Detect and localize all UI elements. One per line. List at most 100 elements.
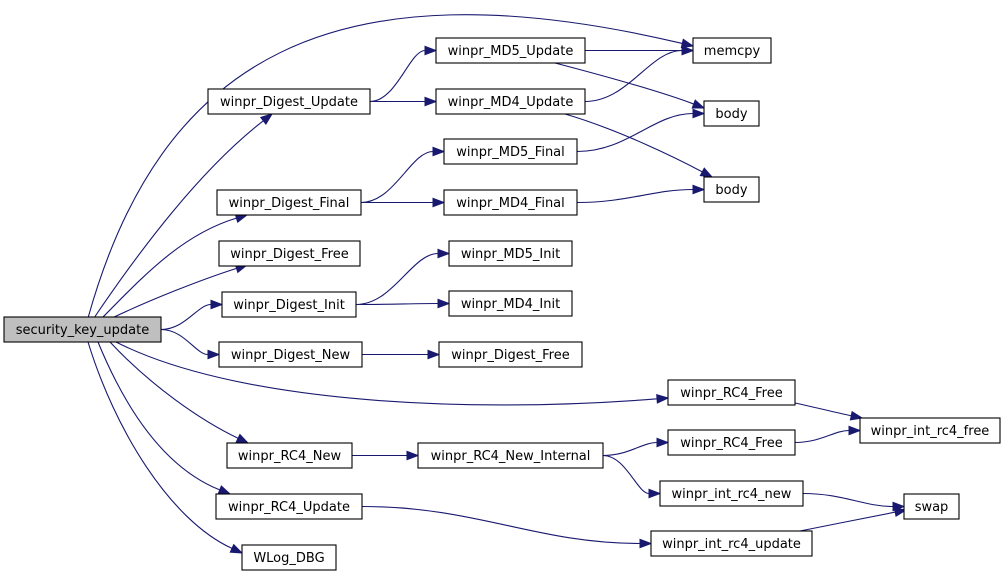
node-label: winpr_MD5_Init — [461, 247, 560, 262]
node-label: winpr_RC4_Free — [680, 386, 782, 401]
edge-rc4_new_internal-to-rc4_free_b — [602, 437, 670, 457]
arrowhead — [406, 450, 420, 461]
arrowhead — [849, 410, 864, 421]
edge-digest_init-to-md5_init — [355, 248, 451, 306]
node-swap[interactable]: swap — [903, 493, 960, 520]
node-box — [903, 493, 960, 520]
node-md5-init[interactable]: winpr_MD5_Init — [448, 240, 573, 267]
node-box — [443, 138, 578, 165]
node-digest-init[interactable]: winpr_Digest_Init — [221, 291, 357, 318]
edge-md4_update-to-memcpy — [584, 45, 695, 103]
node-label: WLog_DBG — [253, 551, 324, 566]
edge-line — [355, 252, 439, 306]
node-md4-init[interactable]: winpr_MD4_Init — [448, 290, 573, 317]
arrowhead — [259, 113, 274, 125]
arrowhead — [424, 96, 438, 107]
node-body-b[interactable]: body — [703, 176, 760, 203]
edge-line — [355, 302, 439, 306]
node-body-a[interactable]: body — [703, 100, 760, 127]
edge-rc4_new-to-rc4_new_internal — [351, 450, 420, 461]
edge-line — [109, 341, 239, 439]
node-digest-update[interactable]: winpr_Digest_Update — [207, 88, 371, 115]
node-box — [448, 290, 573, 317]
node-label: winpr_MD5_Update — [448, 44, 574, 59]
edge-int_rc4_new-to-swap — [802, 492, 906, 512]
node-wlog-dbg[interactable]: WLog_DBG — [241, 544, 337, 571]
node-md4-update[interactable]: winpr_MD4_Update — [435, 88, 586, 115]
node-box — [221, 291, 357, 318]
node-md5-update[interactable]: winpr_MD5_Update — [435, 37, 586, 64]
node-md4-final[interactable]: winpr_MD4_Final — [443, 189, 578, 216]
arrowhead — [656, 393, 670, 404]
edge-rc4_update-to-int_rc4_update — [361, 505, 653, 549]
arrowhead — [437, 248, 451, 259]
node-int-rc4-new[interactable]: winpr_int_rc4_new — [659, 480, 804, 507]
node-label: winpr_RC4_Update — [228, 500, 350, 515]
node-digest-new[interactable]: winpr_Digest_New — [218, 341, 363, 368]
arrowhead — [424, 45, 438, 56]
node-digest-final[interactable]: winpr_Digest_Final — [216, 189, 362, 216]
node-memcpy[interactable]: memcpy — [692, 37, 772, 64]
node-int-rc4-free[interactable]: winpr_int_rc4_free — [859, 417, 1001, 444]
edge-int_rc4_update-to-swap — [799, 507, 908, 532]
node-rc4-update[interactable]: winpr_RC4_Update — [215, 493, 363, 520]
node-digest-free-b[interactable]: winpr_Digest_Free — [438, 341, 583, 368]
arrowhead — [680, 38, 695, 49]
edge-line — [799, 511, 896, 532]
node-label: winpr_Digest_Final — [229, 196, 350, 211]
node-rc4-free-b[interactable]: winpr_RC4_Free — [667, 429, 796, 456]
edge-line — [794, 429, 850, 444]
edge-line — [87, 341, 233, 549]
node-box — [218, 240, 361, 267]
edge-line — [802, 492, 894, 508]
edge-security_key_update-to-rc4_free_a — [115, 341, 670, 406]
node-label: winpr_MD4_Final — [456, 196, 565, 211]
edge-digest_final-to-md4_final — [361, 197, 446, 208]
edge-line — [584, 49, 683, 103]
node-md5-final[interactable]: winpr_MD5_Final — [443, 138, 578, 165]
node-box — [703, 176, 760, 203]
edge-security_key_update-to-memcpy — [87, 14, 695, 319]
node-label: winpr_RC4_New_Internal — [431, 449, 591, 464]
node-rc4-new[interactable]: winpr_RC4_New — [226, 442, 353, 469]
node-box — [703, 100, 760, 127]
node-label: winpr_Digest_Free — [230, 247, 348, 262]
arrowhead — [639, 538, 653, 549]
edge-line — [576, 112, 694, 153]
arrowhead — [210, 299, 224, 310]
node-box — [448, 240, 573, 267]
arrowhead — [692, 108, 706, 119]
node-box — [650, 530, 813, 557]
node-label: memcpy — [704, 44, 761, 59]
node-label: winpr_MD5_Final — [456, 145, 565, 160]
node-box — [241, 544, 337, 571]
arrowhead — [229, 543, 244, 554]
arrowhead — [656, 437, 670, 448]
edge-line — [360, 150, 434, 204]
node-box — [3, 316, 162, 343]
node-box — [207, 88, 371, 115]
edge-digest_update-to-md4_update — [370, 96, 438, 107]
edge-rc4_new_internal-to-int_rc4_new — [602, 454, 662, 499]
arrowhead — [681, 45, 695, 56]
node-rc4-free-a[interactable]: winpr_RC4_Free — [667, 379, 796, 406]
edge-security_key_update-to-digest_update — [93, 113, 274, 319]
arrowhead — [848, 425, 862, 436]
node-rc4-new-internal[interactable]: winpr_RC4_New_Internal — [417, 442, 604, 469]
node-digest-free-a[interactable]: winpr_Digest_Free — [218, 240, 361, 267]
edge-line — [602, 441, 658, 457]
node-label: winpr_int_rc4_new — [672, 487, 792, 502]
arrowhead — [893, 507, 908, 518]
node-box — [435, 88, 586, 115]
node-label: swap — [915, 500, 949, 515]
node-security-key-update[interactable]: security_key_update — [3, 316, 162, 343]
edge-rc4_free_a-to-int_rc4_free — [794, 402, 864, 421]
node-label: winpr_Digest_New — [231, 348, 351, 363]
arrowhead — [691, 99, 706, 109]
arrowhead — [692, 184, 706, 195]
edge-line — [93, 120, 264, 319]
node-int-rc4-update[interactable]: winpr_int_rc4_update — [650, 530, 813, 557]
node-label: winpr_int_rc4_free — [871, 424, 990, 439]
node-label: winpr_Digest_Free — [451, 348, 569, 363]
